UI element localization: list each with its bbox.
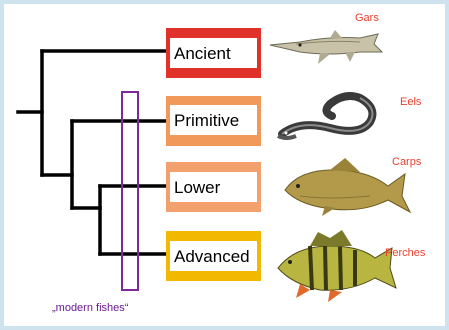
category-box-ancient: Ancient — [166, 28, 261, 78]
category-label-primitive: Primitive — [174, 111, 239, 130]
modern-fishes-bracket — [121, 91, 139, 291]
category-label-ancient: Ancient — [174, 44, 231, 63]
carp-fish-icon — [284, 158, 412, 216]
fish-label-carps: Carps — [392, 156, 422, 168]
perch-fish-icon — [277, 230, 397, 302]
category-box-lower: Lower — [166, 162, 261, 212]
gar-fish-icon — [269, 30, 384, 64]
fish-label-eels: Eels — [400, 96, 422, 108]
category-box-advanced: Advanced — [166, 231, 261, 281]
phylogenetic-tree — [16, 49, 168, 256]
category-box-primitive: Primitive — [166, 96, 261, 146]
category-label-lower: Lower — [174, 178, 221, 197]
category-label-advanced: Advanced — [174, 247, 250, 266]
fish-label-perches: Perches — [385, 247, 426, 259]
eel-icon — [277, 92, 377, 140]
modern-fishes-label: „modern fishes“ — [52, 302, 129, 314]
fish-label-gars: Gars — [355, 12, 379, 24]
